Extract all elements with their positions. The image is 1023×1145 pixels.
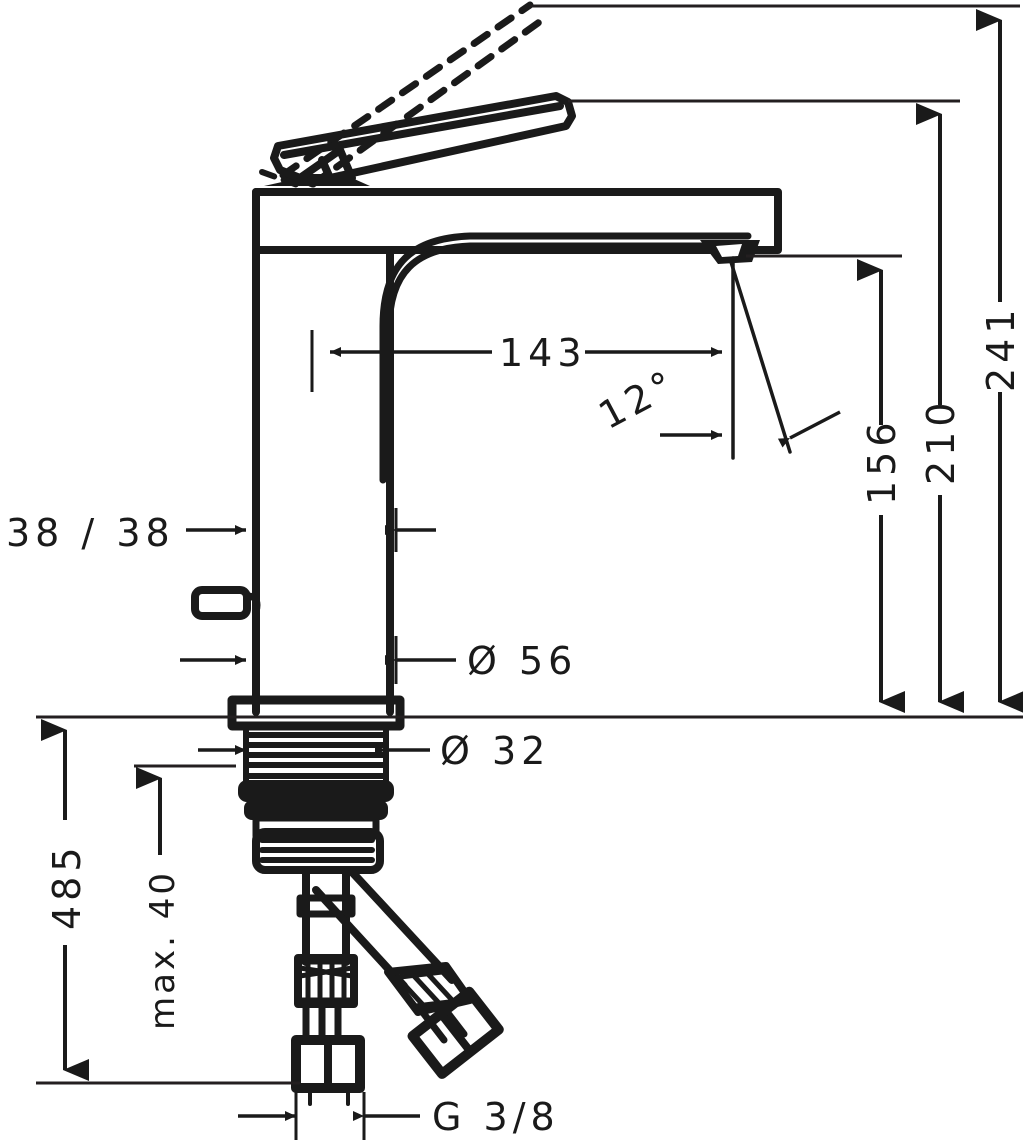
mounting-shank <box>243 725 389 785</box>
dimension-241: 241 <box>976 9 1023 713</box>
reference-lines <box>36 4 1023 1085</box>
dim-label-241: 241 <box>979 304 1023 392</box>
spout-aerator <box>700 240 760 264</box>
dim-label-g-thread: G 3/8 <box>432 1095 560 1139</box>
dim-label-diameter-32: Ø 32 <box>440 729 550 773</box>
mounting-nut-assembly <box>238 780 394 874</box>
dim-label-max-40: max. 40 <box>143 870 183 1030</box>
dim-label-485: 485 <box>45 842 89 930</box>
dim-line-12deg-right <box>777 410 841 448</box>
side-fitting <box>191 586 261 644</box>
dimension-143: 143 <box>310 330 722 392</box>
dimension-38-38: 38 / 38 <box>6 508 436 555</box>
dim-label-diameter-56: Ø 56 <box>467 639 577 683</box>
supply-hose-angled <box>312 868 504 1079</box>
dim-label-156: 156 <box>860 417 904 505</box>
dimension-485: 485 <box>41 719 89 1081</box>
dim-label-38-38: 38 / 38 <box>6 511 175 555</box>
lever-base-collar <box>264 178 370 186</box>
dimension-max-40: max. 40 <box>136 767 183 1030</box>
dimension-156: 156 <box>857 259 905 713</box>
outlet-axis-line <box>729 260 792 454</box>
faucet-geometry <box>191 1 792 1106</box>
lever-handle <box>270 92 576 182</box>
dim-label-210: 210 <box>919 397 963 485</box>
base-flange <box>227 695 405 731</box>
dimension-210: 210 <box>916 103 964 713</box>
spout-curve <box>379 232 752 484</box>
dim-label-143: 143 <box>499 331 587 375</box>
dimension-diameter-56: Ø 56 <box>180 636 577 684</box>
dimension-diameter-32: Ø 32 <box>198 726 550 774</box>
dimension-g-thread: G 3/8 <box>238 1092 560 1140</box>
